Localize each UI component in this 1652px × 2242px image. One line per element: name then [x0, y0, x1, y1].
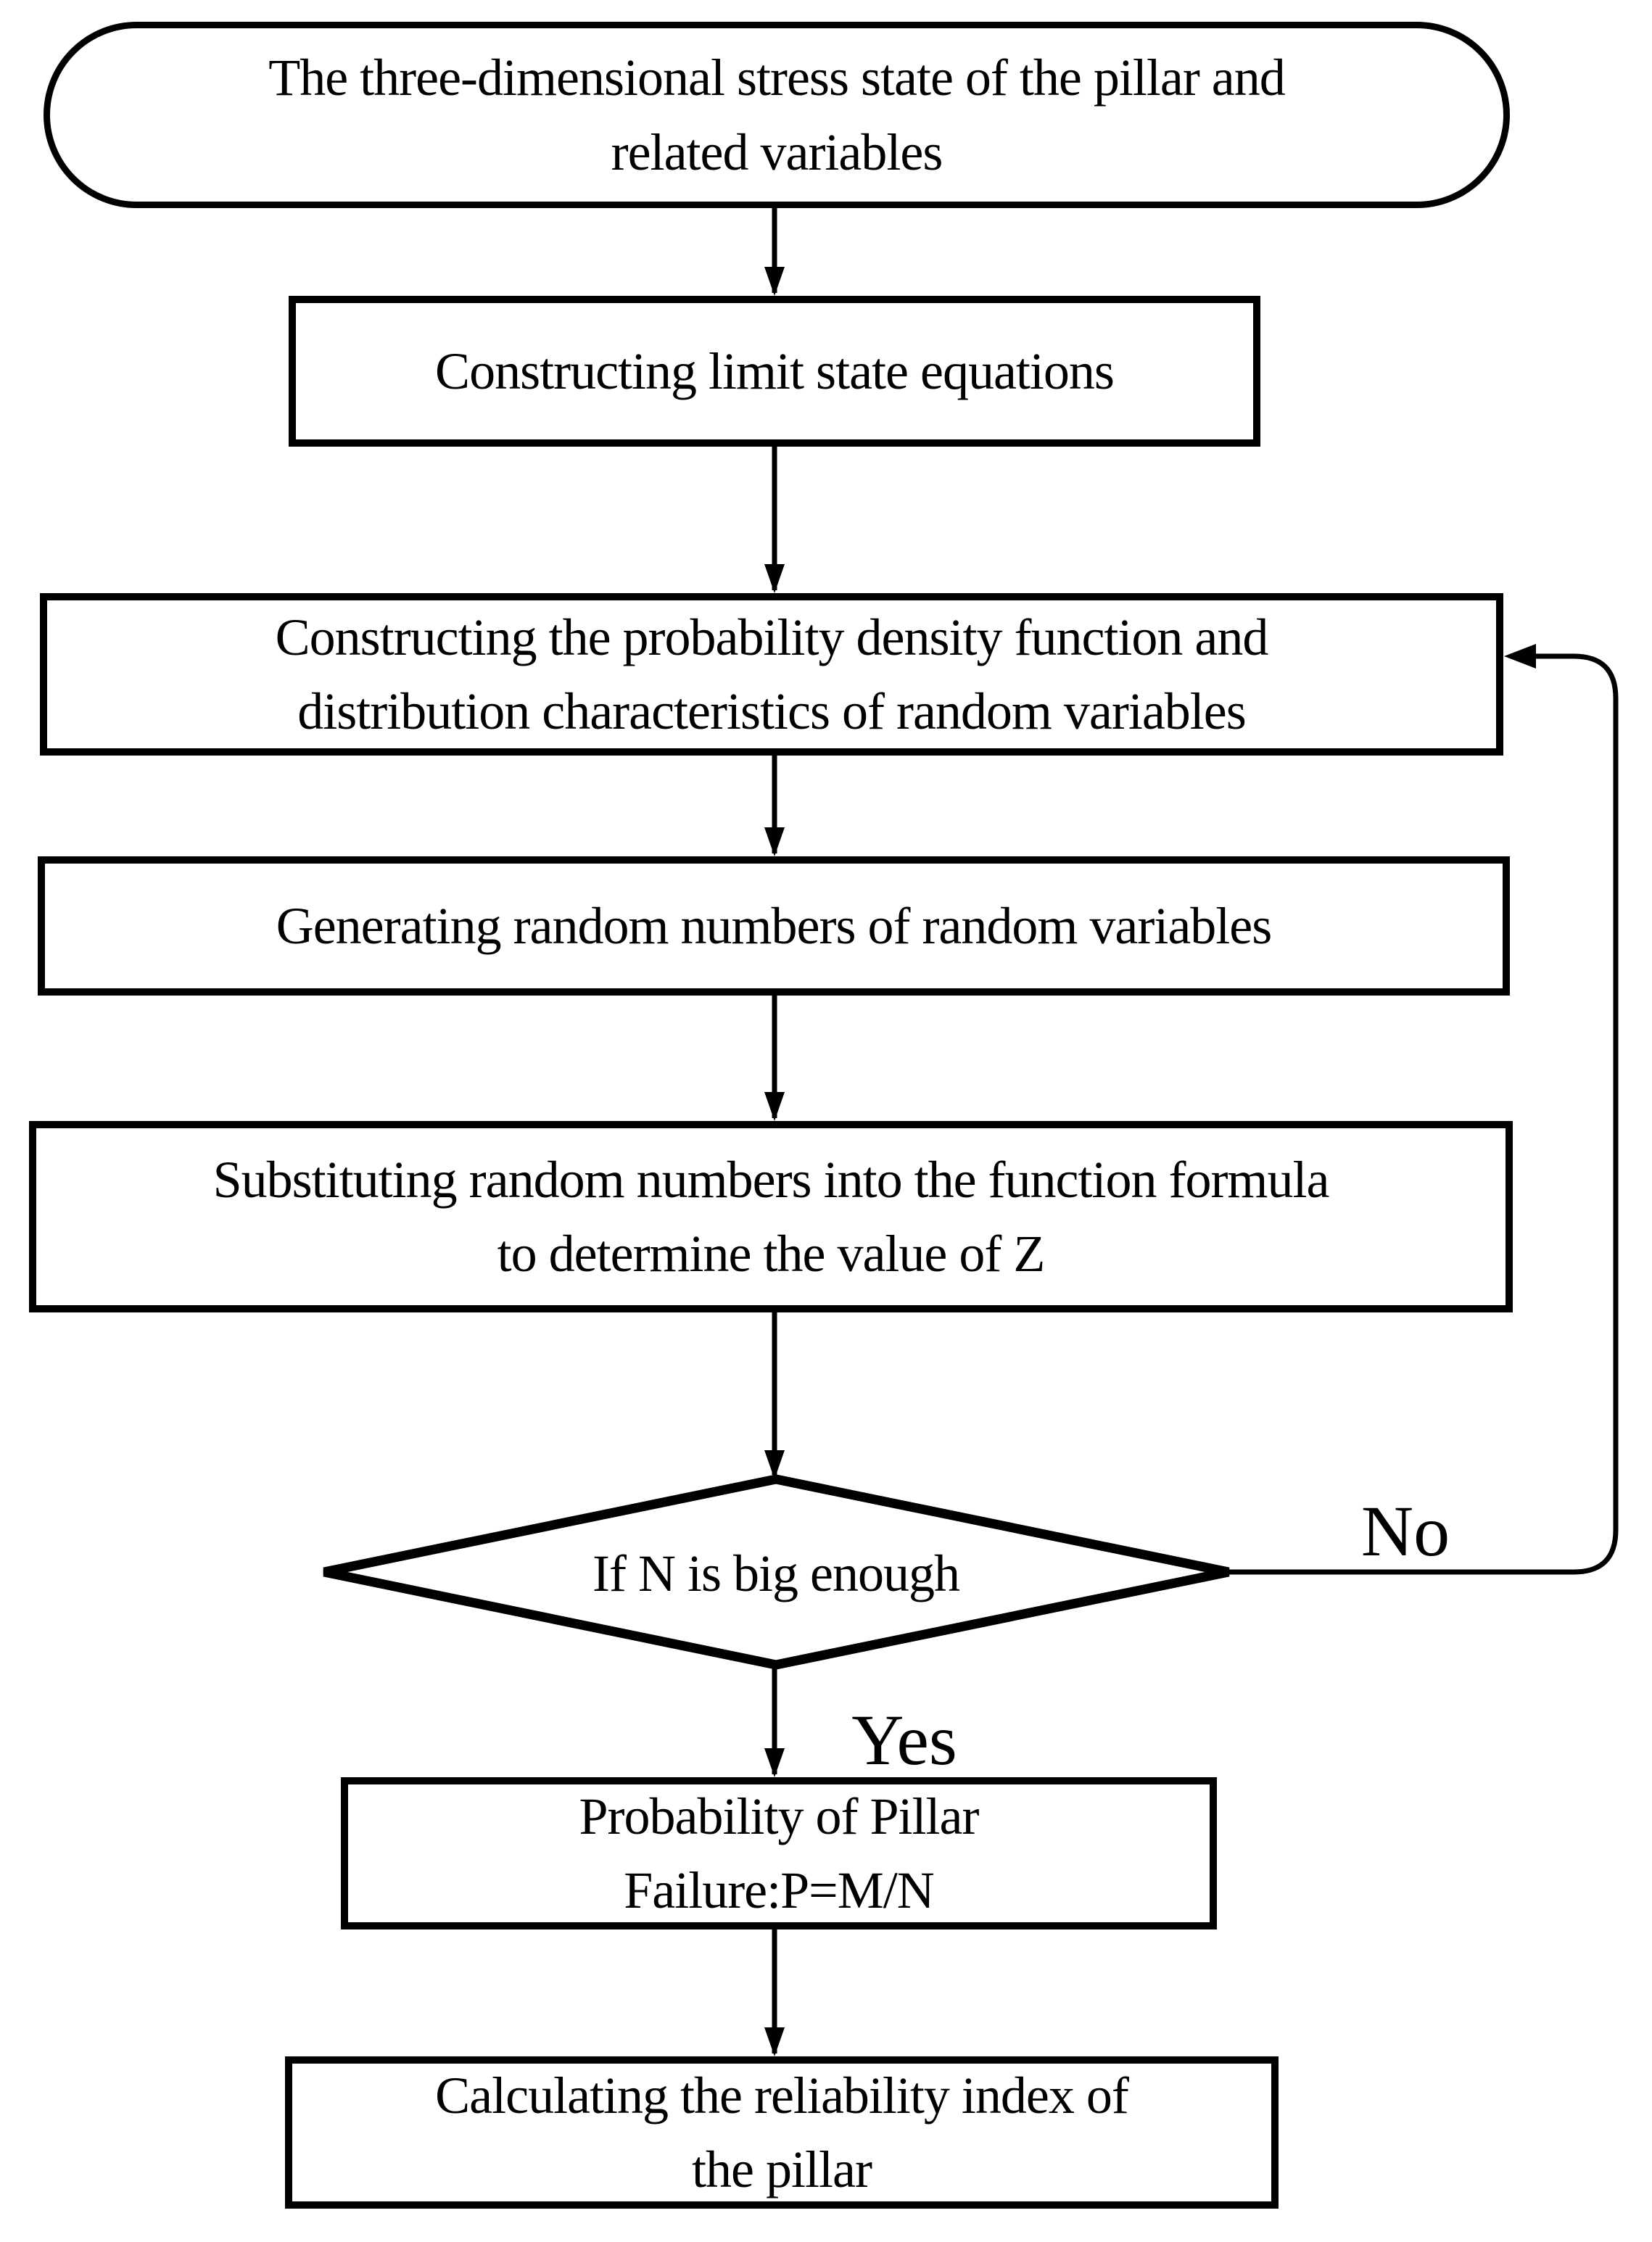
arrowhead-pdf-to-generate [764, 827, 785, 856]
arrowhead-generate-to-substitute [764, 1092, 785, 1121]
node-decision-if-n-big-enough: If N is big enough [592, 1544, 960, 1602]
node-probability-of-pillar-failure: Probability of Pillar Failure:P=M/N [341, 1777, 1217, 1929]
feedback-loop-no-path [1228, 653, 1619, 1575]
node-substitute-random-numbers: Substituting random numbers into the fun… [29, 1121, 1513, 1312]
arrowhead-equations-to-pdf [764, 564, 785, 593]
arrowhead-start-to-equations [764, 267, 785, 296]
node-start-terminator: The three-dimensional stress state of th… [44, 22, 1510, 208]
node-construct-limit-state-equations: Constructing limit state equations [289, 296, 1260, 447]
arrowhead-probability-to-reliability [764, 2027, 785, 2056]
node-generate-random-numbers: Generating random numbers of random vari… [38, 856, 1510, 996]
arrowhead-decision-to-probability [764, 1748, 785, 1777]
edge-label-yes: Yes [851, 1700, 957, 1780]
decision-diamond-shape [323, 1474, 1230, 1670]
arrowhead-feedback-to-pdf [1504, 644, 1536, 669]
edge-label-no: No [1360, 1491, 1450, 1571]
node-calculate-reliability-index: Calculating the reliability index of the… [285, 2056, 1279, 2209]
arrowhead-substitute-to-decision [764, 1450, 785, 1479]
node-construct-probability-density: Constructing the probability density fun… [40, 593, 1503, 756]
